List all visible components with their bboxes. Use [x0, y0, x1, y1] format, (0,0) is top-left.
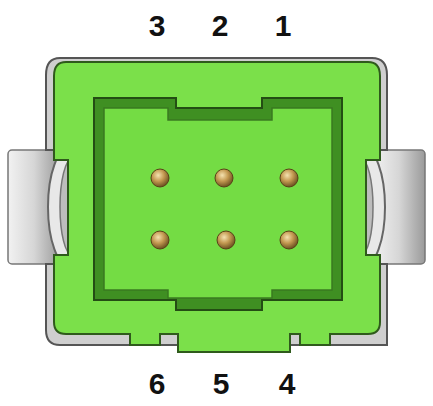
pin-number: 2: [212, 11, 229, 41]
cavity-rim: [94, 98, 342, 310]
pin-number: 6: [149, 369, 166, 399]
cavity-face: [104, 108, 332, 298]
pin-number: 1: [275, 11, 292, 41]
pin-number: 5: [213, 369, 230, 399]
pin-number: 4: [279, 369, 296, 399]
connector-housing: [54, 62, 380, 352]
contact-pin: [151, 169, 298, 249]
pin-number: 3: [149, 11, 166, 41]
